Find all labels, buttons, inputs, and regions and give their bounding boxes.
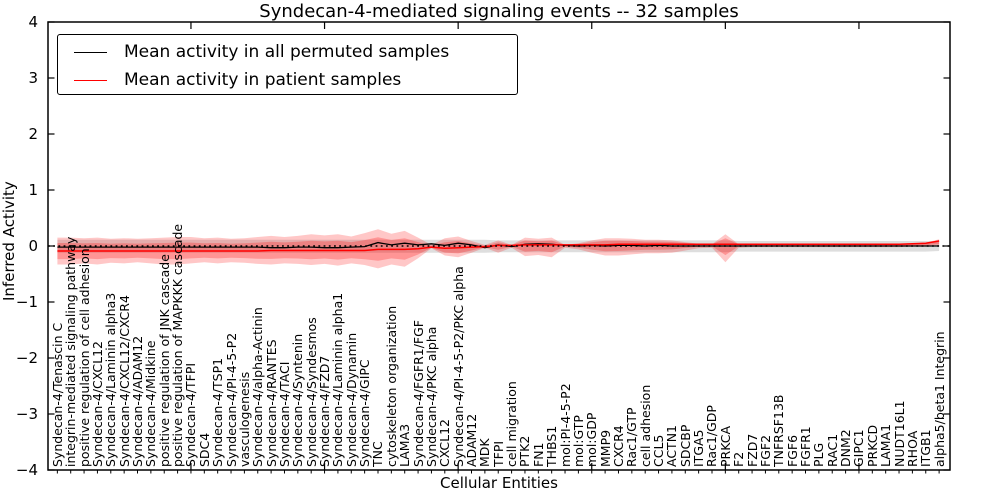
x-tick-label: Syndecan-4/PI-4-5-P2: [223, 332, 239, 467]
permuted-confidence-band: [57, 239, 940, 253]
x-tick-label: positive regulation of JNK cascade: [156, 254, 172, 467]
x-tick-label: vasculogenesis: [236, 371, 252, 467]
x-tick-label: Syndecan-4/PKC alpha: [423, 326, 439, 467]
x-tick-label: positive regulation of cell adhesion: [76, 248, 92, 467]
legend-entry: Mean activity in all permuted samples: [58, 38, 517, 66]
x-tick-label: RAC1: [824, 433, 840, 467]
y-tick-label: 0: [28, 236, 38, 255]
x-tick-label: TFPI: [490, 440, 506, 467]
x-tick-label: F2: [731, 451, 747, 467]
y-tick-label: 2: [28, 124, 38, 143]
y-tick-label: −1: [15, 292, 38, 311]
x-tick-label: Syndecan-4/PI-4-5-P2/PKC alpha: [450, 266, 466, 467]
x-tick-label: Syndecan-4/RANTES: [263, 339, 279, 467]
x-tick-label: Syndecan-4/Syndesmos: [303, 317, 319, 467]
legend-label: Mean activity in all permuted samples: [124, 42, 450, 62]
x-tick-label: PRKCA: [717, 425, 733, 467]
x-tick-label: Syndecan-4/Laminin alpha1: [330, 292, 346, 467]
x-tick-label: FZD7: [744, 433, 760, 467]
y-tick-label: 4: [28, 12, 38, 31]
legend-entry: Mean activity in patient samples: [58, 66, 517, 94]
x-tick-label: SDCBP: [677, 424, 693, 467]
axes-frame: [47, 21, 951, 471]
y-tick-label: −4: [15, 460, 38, 479]
x-tick-label: Syndecan-4/Tenascin C: [49, 322, 65, 467]
x-tick-label: SDC4: [196, 432, 212, 467]
x-tick-label: LAMA1: [878, 423, 894, 467]
x-tick-label: FN1: [530, 442, 546, 468]
x-tick-label: Syndecan-4/CXCL12: [89, 341, 105, 467]
patient-confidence-band-outer: [57, 229, 940, 269]
x-tick-label: Rac1/GTP: [624, 407, 640, 467]
x-tick-label: ITGB1: [918, 429, 934, 467]
y-tick-label: −3: [15, 404, 38, 423]
x-tick-label: mol:GDP: [584, 412, 600, 467]
x-tick-label: Syndecan-4/TSP1: [210, 357, 226, 467]
x-tick-label: PTK2: [517, 435, 533, 467]
y-tick-label: 3: [28, 68, 38, 87]
x-tick-label: THBS1: [544, 425, 560, 467]
x-tick-label: CXCL12: [437, 419, 453, 467]
x-tick-label: MDK: [477, 438, 493, 467]
y-tick-label: −2: [15, 348, 38, 367]
x-tick-label: cell adhesion: [637, 384, 653, 467]
legend-label: Mean activity in patient samples: [124, 70, 402, 90]
x-tick-label: mol:PI-4-5-P2: [557, 383, 573, 467]
x-tick-label: integrin-mediated signaling pathway: [63, 236, 79, 467]
x-tick-label: LAMA3: [397, 423, 413, 467]
x-tick-label: RHOA: [904, 430, 920, 467]
x-tick-label: PRKCD: [864, 424, 880, 467]
x-tick-label: NUDT16L1: [891, 400, 907, 467]
x-tick-label: Syndecan-4/CXCL12/CXCR4: [116, 295, 132, 467]
x-tick-label: Syndecan-4/Dynamin: [343, 332, 359, 467]
x-tick-label: Syndecan-4/Midkine: [143, 340, 159, 467]
x-tick-label: MMP9: [597, 429, 613, 467]
permuted-line-swatch-icon: [74, 51, 107, 53]
x-tick-label: GIPC1: [851, 429, 867, 467]
patient-line-swatch-icon: [74, 79, 107, 81]
x-tick-label: Syndecan-4/Syntenin: [290, 333, 306, 467]
x-tick-label: Syndecan-4/TFPI: [183, 362, 199, 467]
x-tick-label: Syndecan-4/FGFR1/FGF: [410, 320, 426, 467]
x-tick-label: ACTN1: [664, 425, 680, 467]
patient-mean-line: [57, 240, 940, 252]
x-tick-label: cytoskeleton organization: [383, 305, 399, 467]
patient-confidence-band-inner: [57, 237, 940, 261]
x-tick-label: FGF6: [784, 434, 800, 467]
x-tick-label: TNFRSF13B: [771, 394, 787, 467]
x-tick-label: alpha5/beta1 Integrin: [931, 331, 947, 467]
legend: Mean activity in all permuted samples Me…: [57, 34, 518, 95]
x-tick-label: TNC: [370, 441, 386, 467]
x-tick-label: Rac1/GDP: [704, 405, 720, 467]
chart-title: Syndecan-4-mediated signaling events -- …: [259, 1, 739, 22]
x-tick-label: PLG: [811, 442, 827, 467]
x-tick-label: Syndecan-4/alpha-Actinin: [250, 307, 266, 467]
x-tick-label: mol:GTP: [570, 415, 586, 467]
x-tick-label: FGF2: [757, 434, 773, 467]
y-tick-label: 1: [28, 180, 38, 199]
x-tick-label: Syndecan-4/Laminin alpha3: [103, 292, 119, 467]
x-axis-label: Cellular Entities: [440, 474, 558, 492]
